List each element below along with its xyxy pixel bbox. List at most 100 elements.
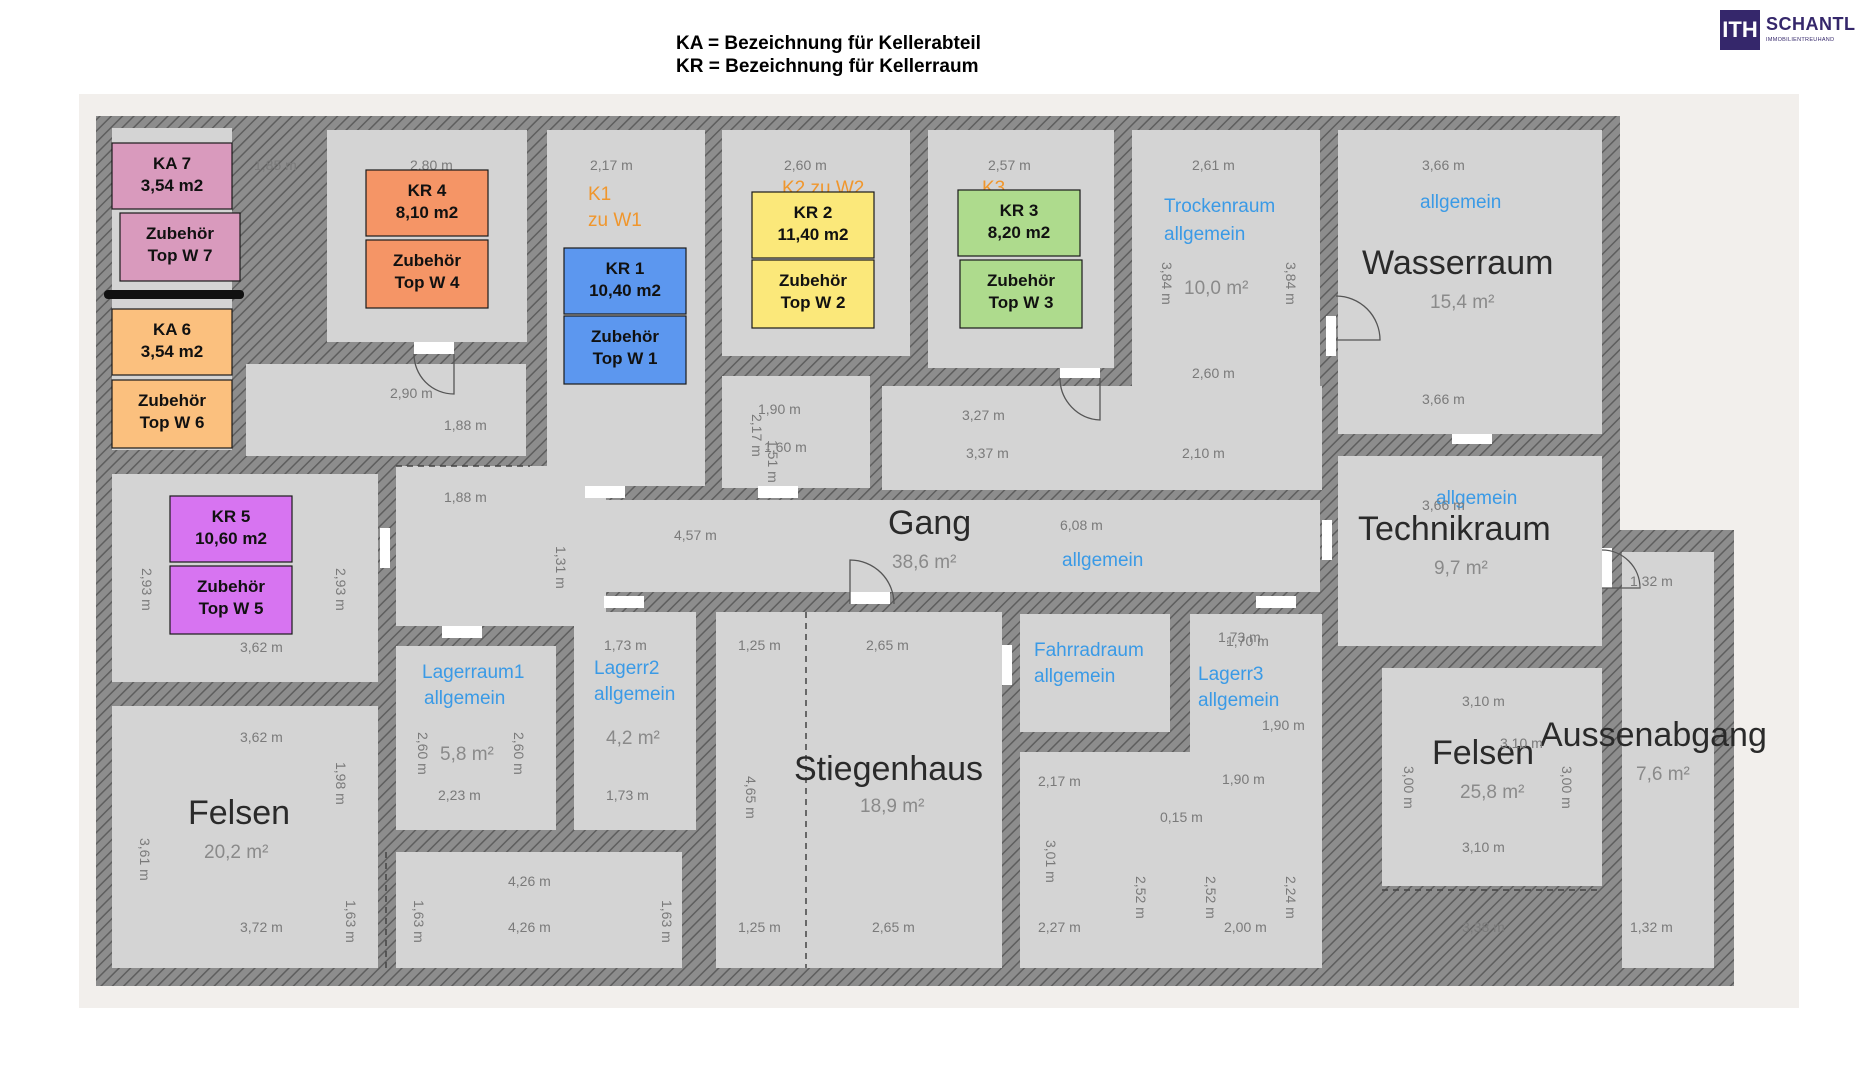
tag-text-kr4-top: KR 4 xyxy=(408,181,447,200)
dimension-label: 3,10 m xyxy=(1462,839,1505,855)
room-note-technikraum: allgemein xyxy=(1436,488,1517,509)
dimension-label: 1,51 m xyxy=(765,440,781,483)
tag-box-kr3-name xyxy=(957,189,1081,257)
room-name-lagerraum1: Lagerraum1 xyxy=(422,662,524,683)
room-floors xyxy=(112,128,1714,968)
dimension-label: 1,63 m xyxy=(411,900,427,943)
dimension-label: 3,66 m xyxy=(1422,391,1465,407)
floor-lagerr3 xyxy=(1190,614,1322,774)
tag-box-ka7-zubehoer xyxy=(119,212,241,282)
room-name-aussenabgang: Aussenabgang xyxy=(1540,716,1767,754)
dimension-label: 3,00 m xyxy=(1559,766,1575,809)
tag-text-ka6-area: 3,54 m2 xyxy=(141,342,203,361)
dimension-label: 2,61 m xyxy=(1192,157,1235,173)
dimension-label: 2,60 m xyxy=(511,732,527,775)
room-name-lagerr2: Lagerr2 xyxy=(594,658,660,679)
dimension-label: 2,90 m xyxy=(390,385,433,401)
room-area-aussenabgang: 7,6 m² xyxy=(1636,764,1690,785)
dimension-label: 2,23 m xyxy=(438,787,481,803)
dimension-label: 1,73 m xyxy=(604,637,647,653)
floor-corridor-left xyxy=(246,364,526,456)
dimension-label: 3,84 m xyxy=(1159,262,1175,305)
tag-text-kr1-zub1: Zubehör xyxy=(591,327,659,346)
dimension-label: 1,85 m xyxy=(254,157,297,173)
dimension-label: 2,60 m xyxy=(784,157,827,173)
tag-box-kr4-name xyxy=(365,169,489,237)
dimension-label: 2,80 m xyxy=(410,157,453,173)
floor-trockenraum xyxy=(1132,130,1320,412)
dimension-label: 1,63 m xyxy=(343,900,359,943)
tag-box-kr1-name xyxy=(563,247,687,315)
room-name-stiegenhaus: Stiegenhaus xyxy=(794,750,983,788)
tag-text-kr5-zub1: Zubehör xyxy=(197,577,265,596)
tag-text-ka6-top: KA 6 xyxy=(153,320,191,339)
tag-text-kr2-zub1: Zubehör xyxy=(779,271,847,290)
legend-line-ka: KA = Bezeichnung für Kellerabteil xyxy=(676,33,981,54)
tag-text-kr4-zub1: Zubehör xyxy=(393,251,461,270)
dimension-label: 2,60 m xyxy=(415,732,431,775)
dimension-label: 3,61 m xyxy=(137,838,153,881)
dimension-label: 1,32 m xyxy=(1630,573,1673,589)
dimension-label: 3,62 m xyxy=(240,729,283,745)
dimension-label: 2,65 m xyxy=(866,637,909,653)
dimension-label: 2,00 m xyxy=(1224,919,1267,935)
room-label-k1-line1: K1 xyxy=(588,184,611,205)
dimension-label: 6,08 m xyxy=(1060,517,1103,533)
room-name-felsen-right: Felsen xyxy=(1432,734,1534,772)
room-note-fahrradraum: allgemein xyxy=(1034,666,1115,687)
dimension-label: 2,65 m xyxy=(872,919,915,935)
dashed-lines xyxy=(385,465,1600,968)
dimension-label: 0,15 m xyxy=(1160,809,1203,825)
dimension-label: 2,24 m xyxy=(1283,876,1299,919)
floor-aussenabgang xyxy=(1622,552,1714,968)
tag-text-ka6-zub2: Top W 6 xyxy=(140,413,205,432)
tag-text-ka7-area: 3,54 m2 xyxy=(141,176,203,195)
room-note-trockenraum: allgemein xyxy=(1164,224,1245,245)
room-note-wasserraum: allgemein xyxy=(1420,192,1501,213)
room-area-lagerraum1: 5,8 m² xyxy=(440,744,494,765)
floor-felsen-left xyxy=(112,706,378,968)
dimension-label: 1,25 m xyxy=(738,637,781,653)
company-logo: ITH SCHANTL IMMOBILIENTREUHAND xyxy=(1720,10,1868,50)
dimension-label: 1,88 m xyxy=(444,417,487,433)
room-name-fahrradraum: Fahrradraum xyxy=(1034,640,1144,661)
dimension-label: 2,17 m xyxy=(1038,773,1081,789)
tag-text-kr1-zub2: Top W 1 xyxy=(593,349,658,368)
dimension-label: 1,31 m xyxy=(553,546,569,589)
dimension-label: 4,57 m xyxy=(674,527,717,543)
room-area-technikraum: 9,7 m² xyxy=(1434,558,1488,579)
room-note-lagerraum1: allgemein xyxy=(424,688,505,709)
partition-bar xyxy=(104,290,244,299)
room-area-wasserraum: 15,4 m² xyxy=(1430,292,1494,313)
dimension-label: 2,17 m xyxy=(749,414,765,457)
dimension-label: 2,93 m xyxy=(333,568,349,611)
dimension-label: 3,66 m xyxy=(1422,497,1465,513)
dimension-label: 1,90 m xyxy=(1222,771,1265,787)
room-name-trockenraum: Trockenraum xyxy=(1164,196,1275,217)
dimension-label: 3,66 m xyxy=(1422,157,1465,173)
tag-box-kr1-zubehoer xyxy=(563,315,687,385)
legend-line-kr: KR = Bezeichnung für Kellerraum xyxy=(676,56,979,77)
room-area-stiegenhaus: 18,9 m² xyxy=(860,796,924,817)
floor-technikraum xyxy=(1338,456,1602,646)
room-area-felsen-right: 25,8 m² xyxy=(1460,782,1524,803)
dimension-label: 4,26 m xyxy=(508,873,551,889)
tag-text-kr5-top: KR 5 xyxy=(212,507,251,526)
floor-fahrradraum xyxy=(1020,614,1170,732)
dimension-label: 3,10 m xyxy=(1462,693,1505,709)
room-area-lagerr2: 4,2 m² xyxy=(606,728,660,749)
tag-text-ka7-zub2: Top W 7 xyxy=(148,246,213,265)
legend: KA = Bezeichnung für Kellerabteil KR = B… xyxy=(676,32,981,78)
logo-subtitle: IMMOBILIENTREUHAND xyxy=(1766,37,1835,43)
dimension-label: 1,63 m xyxy=(659,900,675,943)
tag-box-kr2-zubehoer xyxy=(751,259,875,329)
dimension-label: 4,26 m xyxy=(508,919,551,935)
tag-text-kr3-area: 8,20 m2 xyxy=(988,223,1050,242)
tag-text-kr2-zub2: Top W 2 xyxy=(781,293,846,312)
tag-text-ka7-zub1: Zubehör xyxy=(146,224,214,243)
tag-box-ka6-name xyxy=(111,308,233,376)
